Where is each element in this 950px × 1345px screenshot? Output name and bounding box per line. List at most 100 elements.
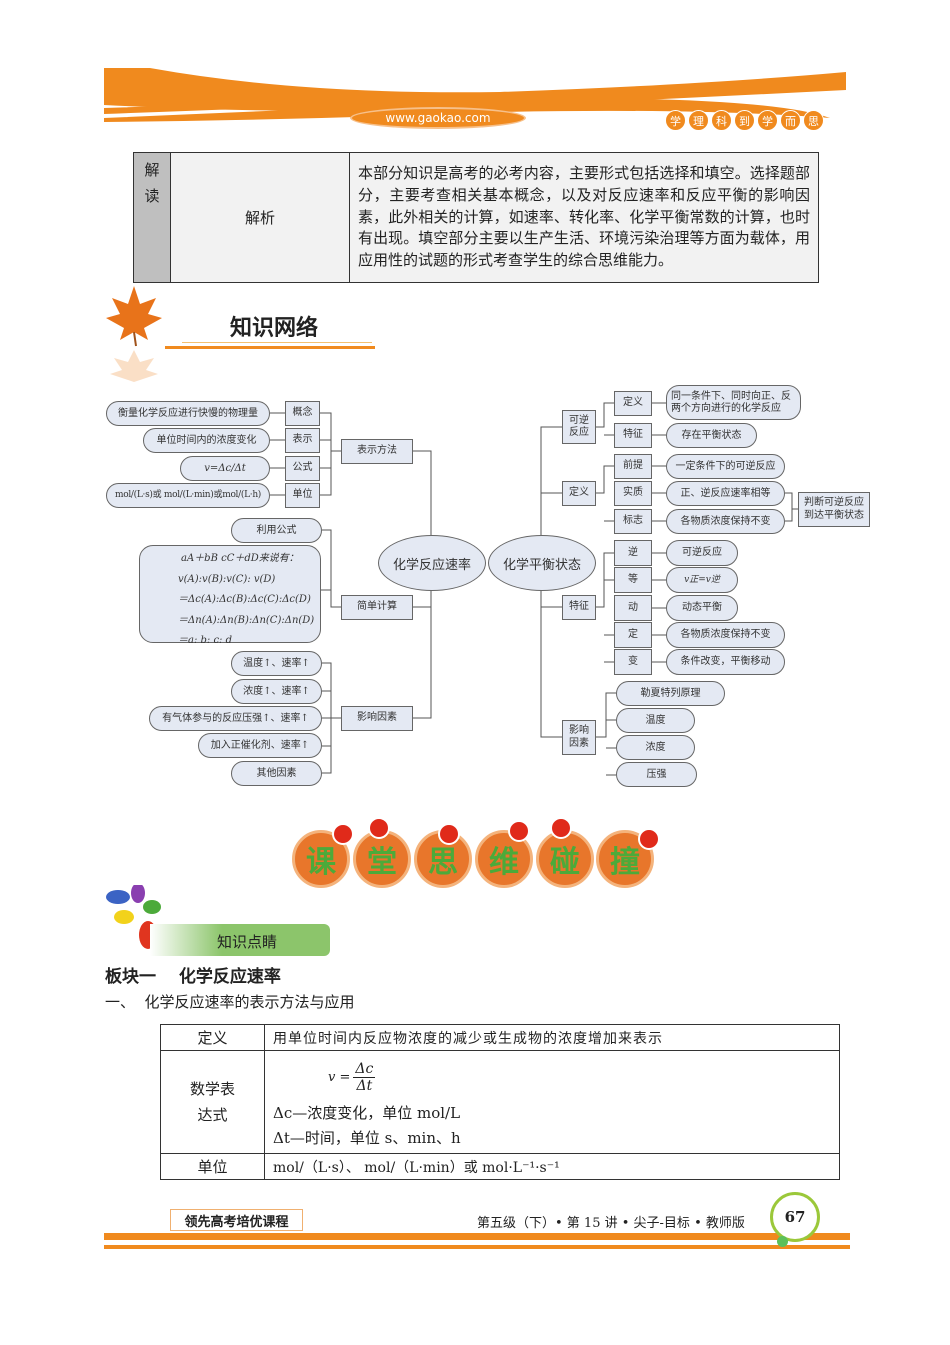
intro-col1: 解读	[133, 152, 171, 283]
red-dot-icon	[508, 820, 530, 842]
footer-info: 第五级（下）• 第 15 讲 • 尖子-目标 • 教师版	[477, 1216, 745, 1231]
mm-box: 影响因素	[341, 706, 413, 731]
mm-box: 等	[614, 567, 652, 593]
mm-pill: 正、逆反应速率相等	[666, 481, 785, 506]
slogan-char: 学	[665, 110, 686, 131]
mm-pill: 条件改变，平衡移动	[666, 649, 785, 675]
formula-numerator: Δc	[353, 1060, 376, 1078]
mm-pill: 动态平衡	[666, 595, 738, 621]
intro-col2: 解析	[170, 152, 350, 283]
block-title: 板块一 化学反应速率	[105, 967, 281, 987]
footer-bar-top	[104, 1233, 850, 1240]
table-row: 数学表达式 v = Δc Δt Δc—浓度变化，单位 mol/L Δt—时间，单…	[160, 1050, 840, 1154]
mm-pill: 压强	[616, 762, 697, 787]
formula-line: v(A):v(B):v(C): v(D)	[178, 573, 276, 585]
mm-box: 影响因素	[562, 720, 596, 755]
page-number: 67	[770, 1192, 820, 1242]
mm-pill: 单位时间内的浓度变化	[143, 428, 270, 453]
formula-note: Δt—时间，单位 s、min、h	[273, 1129, 461, 1147]
formula-note: Δc—浓度变化，单位 mol/L	[273, 1104, 461, 1122]
formula-line: aA＋bB cC＋dD来说有：	[181, 553, 299, 564]
formula: v = Δc Δt	[328, 1053, 831, 1101]
slogan-char: 理	[688, 110, 709, 131]
mm-box: 判断可逆反应到达平衡状态	[798, 492, 870, 527]
formula-line: ＝a: b: c: d	[178, 635, 233, 646]
mm-formula-box: aA＋bB cC＋dD来说有： v(A):v(B):v(C): v(D) ＝Δc…	[139, 545, 321, 646]
mm-box: 表示方法	[341, 439, 413, 464]
mm-pill: 加入正催化剂、速率↑	[198, 733, 322, 758]
slogan-char: 思	[803, 110, 824, 131]
footer-badge: 领先高考培优课程	[170, 1209, 303, 1231]
mm-pill: 勒夏特列原理	[616, 681, 725, 706]
banner-char: 维	[475, 830, 533, 888]
formula-lhs: v =	[328, 1069, 351, 1085]
mm-box: 标志	[614, 509, 652, 534]
row-value: v = Δc Δt Δc—浓度变化，单位 mol/L Δt—时间，单位 s、mi…	[264, 1050, 840, 1154]
formula-denominator: Δt	[356, 1077, 373, 1094]
classroom-banner: 课 堂 思 维 碰 撞	[290, 817, 670, 895]
banner-char: 堂	[353, 830, 411, 888]
mm-pill: v=Δc/Δt	[180, 456, 270, 481]
formula-fraction: Δc Δt	[353, 1060, 376, 1094]
banner-char: 碰	[536, 830, 594, 888]
formula-line: ＝Δc(A):Δc(B):Δc(C):Δc(D)	[178, 594, 311, 605]
website-url[interactable]: www.gaokao.com	[350, 107, 526, 129]
rate-table: 定义 用单位时间内反应物浓度的减少或生成物的浓度增加来表示 数学表达式 v = …	[160, 1024, 840, 1180]
mm-pill: 浓度	[616, 735, 695, 760]
mm-pill: 有气体参与的反应压强↑、速率↑	[149, 706, 322, 731]
intro-text: 本部分知识是高考的必考内容，主要形式包括选择和填空。选择题部分，主要考查相关基本…	[349, 152, 819, 283]
mm-pill: 一定条件下的可逆反应	[666, 454, 785, 479]
title-underline-thin	[182, 342, 372, 343]
mm-pill: 同一条件下、同时向正、反两个方向进行的化学反应	[666, 385, 801, 420]
mm-box: 表示	[285, 428, 320, 453]
mm-box: 简单计算	[341, 595, 413, 620]
mm-pill: mol/(L·s)或 mol/(L·min)或mol/(L·h)	[106, 483, 270, 508]
banner-char: 思	[414, 830, 472, 888]
mm-box: 定义	[614, 391, 652, 416]
table-row: 定义 用单位时间内反应物浓度的减少或生成物的浓度增加来表示	[160, 1024, 840, 1051]
mm-pill: 浓度↑、速率↑	[231, 679, 322, 704]
mm-box: 定	[614, 622, 652, 648]
mm-box: 逆	[614, 540, 652, 566]
red-dot-icon	[332, 823, 354, 845]
mm-pill: 存在平衡状态	[666, 423, 757, 448]
row-key: 单位	[160, 1153, 265, 1180]
slogan-char: 到	[734, 110, 755, 131]
section-title: 知识网络	[230, 316, 319, 341]
page-dot-icon	[777, 1236, 788, 1247]
maple-leaf-icon	[106, 286, 162, 382]
red-dot-icon	[368, 817, 390, 839]
title-underline	[165, 346, 375, 349]
intro-table: 解读 解析 本部分知识是高考的必考内容，主要形式包括选择和填空。选择题部分，主要…	[133, 152, 819, 283]
mm-pill: 利用公式	[231, 518, 322, 543]
knowledge-tag	[150, 924, 330, 956]
mm-box: 可逆反应	[562, 410, 596, 444]
red-dot-icon	[638, 828, 660, 850]
mm-pill: 衡量化学反应进行快慢的物理量	[106, 401, 270, 426]
mm-box: 变	[614, 649, 652, 675]
mm-pill: 各物质浓度保持不变	[666, 622, 785, 648]
mm-box: 单位	[285, 483, 320, 508]
slogan: 学 理 科 到 学 而 思	[665, 110, 824, 131]
mm-box: 实质	[614, 481, 652, 506]
mindmap-connectors	[270, 402, 798, 776]
mm-pill: 其他因素	[231, 761, 322, 786]
red-dot-icon	[550, 817, 572, 839]
table-row: 单位 mol/（L·s）、 mol/（L·min）或 mol·L⁻¹·s⁻¹	[160, 1153, 840, 1180]
mm-center-rate: 化学反应速率	[378, 535, 486, 591]
footer-bar-bottom	[104, 1245, 850, 1249]
mm-pill: 温度	[616, 708, 695, 733]
mm-pill: 各物质浓度保持不变	[666, 509, 785, 534]
row-key: 定义	[160, 1024, 265, 1051]
row-value: 用单位时间内反应物浓度的减少或生成物的浓度增加来表示	[264, 1024, 840, 1051]
mm-box: 特征	[562, 595, 596, 620]
mm-box: 动	[614, 595, 652, 621]
banner-char: 撞	[596, 830, 654, 888]
formula-line: ＝Δn(A):Δn(B):Δn(C):Δn(D)	[178, 614, 315, 626]
slogan-char: 科	[711, 110, 732, 131]
mm-box: 特征	[614, 423, 652, 448]
mm-box: 前提	[614, 454, 652, 479]
slogan-char: 学	[757, 110, 778, 131]
row-value: mol/（L·s）、 mol/（L·min）或 mol·L⁻¹·s⁻¹	[264, 1153, 840, 1180]
